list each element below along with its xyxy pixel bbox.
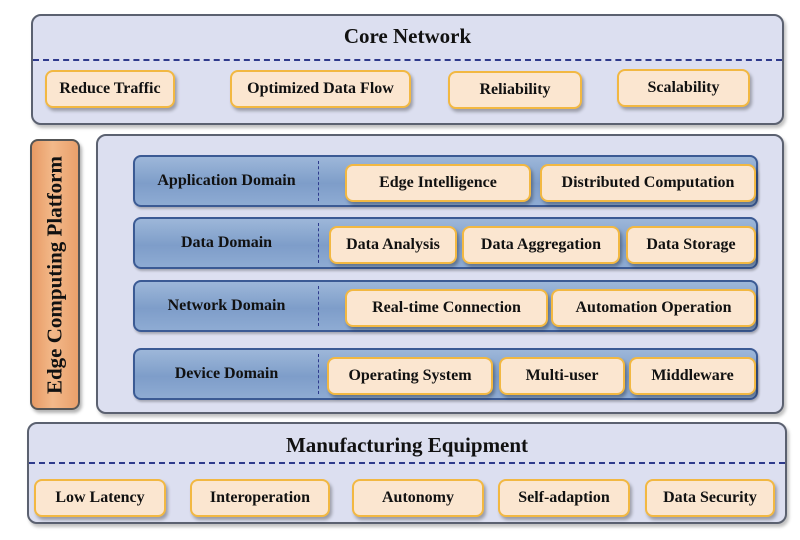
core-network-divider	[33, 59, 782, 61]
application-domain-label: Application Domain	[157, 172, 296, 189]
chip-data-security: Data Security	[645, 479, 775, 517]
data-domain-label: Data Domain	[180, 234, 273, 251]
manufacturing-equipment-panel: Manufacturing Equipment Low Latency Inte…	[27, 422, 787, 524]
chip-data-aggregation: Data Aggregation	[462, 226, 620, 264]
chip-autonomy: Autonomy	[352, 479, 484, 517]
network-domain-row: Network Domain Real-time Connection Auto…	[133, 280, 758, 332]
device-domain-row: Device Domain Operating System Multi-use…	[133, 348, 758, 400]
chip-automation-operation: Automation Operation	[551, 289, 756, 327]
manufacturing-equipment-title: Manufacturing Equipment	[285, 433, 529, 457]
chip-data-storage: Data Storage	[626, 226, 756, 264]
application-domain-row: Application Domain Edge Intelligence Dis…	[133, 155, 758, 207]
chip-distributed-computation: Distributed Computation	[540, 164, 756, 202]
chip-interoperation: Interoperation	[190, 479, 330, 517]
chip-reduce-traffic: Reduce Traffic	[45, 70, 175, 108]
chip-real-time-connection: Real-time Connection	[345, 289, 548, 327]
chip-reliability: Reliability	[448, 71, 582, 109]
chip-middleware: Middleware	[629, 357, 756, 395]
edge-computing-platform-text: Edge Computing Platform	[42, 155, 67, 394]
chip-edge-intelligence: Edge Intelligence	[345, 164, 531, 202]
chip-multi-user: Multi-user	[499, 357, 625, 395]
network-domain-separator	[318, 286, 319, 326]
core-network-panel: Core Network Reduce Traffic Optimized Da…	[31, 14, 784, 125]
core-network-title: Core Network	[343, 24, 472, 48]
chip-low-latency: Low Latency	[34, 479, 166, 517]
chip-data-analysis: Data Analysis	[329, 226, 457, 264]
device-domain-label: Device Domain	[174, 365, 279, 382]
data-domain-row: Data Domain Data Analysis Data Aggregati…	[133, 217, 758, 269]
chip-optimized-data-flow: Optimized Data Flow	[230, 70, 411, 108]
device-domain-separator	[318, 354, 319, 394]
data-domain-separator	[318, 223, 319, 263]
chip-scalability: Scalability	[617, 69, 750, 107]
chip-self-adaption: Self-adaption	[498, 479, 630, 517]
edge-computing-platform-label: Edge Computing Platform	[30, 139, 80, 410]
application-domain-separator	[318, 161, 319, 201]
manufacturing-divider	[29, 462, 785, 464]
chip-operating-system: Operating System	[327, 357, 493, 395]
network-domain-label: Network Domain	[167, 297, 286, 314]
